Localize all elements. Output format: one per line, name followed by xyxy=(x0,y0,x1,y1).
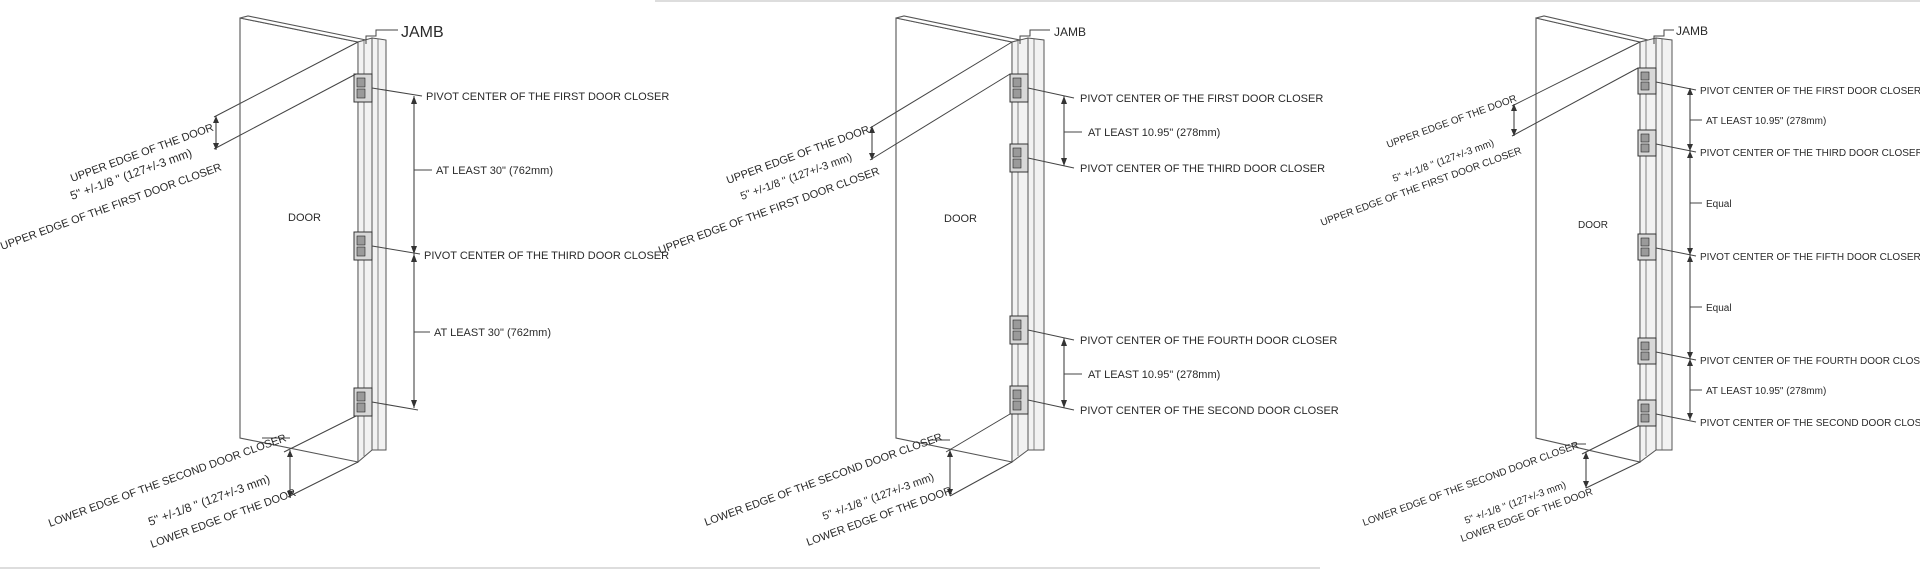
right-label-3: PIVOT CENTER OF THE THIRD DOOR CLOSER xyxy=(1080,163,1325,175)
door-slab xyxy=(1535,17,1641,463)
right-label-3: PIVOT CENTER OF THE THIRD DOOR CLOSER xyxy=(424,250,669,262)
door-closer-4 xyxy=(1637,337,1657,365)
door-closer-1 xyxy=(353,73,373,103)
door-closer-3 xyxy=(1009,143,1029,173)
right-label-4: PIVOT CENTER OF THE FOURTH DOOR CLOSER xyxy=(1080,335,1337,347)
door-label: DOOR xyxy=(1578,220,1608,231)
door-slab xyxy=(239,17,359,463)
jamb-face xyxy=(371,37,387,451)
door-label: DOOR xyxy=(288,212,321,224)
door-closer-2 xyxy=(1637,399,1657,427)
jamb-label: JAMB xyxy=(401,24,444,41)
right-label-5: PIVOT CENTER OF THE FIFTH DOOR CLOSER xyxy=(1700,252,1920,263)
panel-2: JAMB DOOR xyxy=(657,15,1339,549)
upper-edge-label: UPPER EDGE OF THE DOOR xyxy=(1385,93,1518,150)
door-closer-3 xyxy=(1637,129,1657,157)
right-label-2: AT LEAST 10.95" (278mm) xyxy=(1088,127,1220,139)
right-label-5: AT LEAST 10.95" (278mm) xyxy=(1088,369,1220,381)
jamb-leader xyxy=(1019,29,1050,44)
right-label-9: PIVOT CENTER OF THE SECOND DOOR CLOSER xyxy=(1700,418,1920,429)
door-closer-3 xyxy=(353,231,373,261)
jamb-label: JAMB xyxy=(1676,24,1708,38)
right-label-4: Equal xyxy=(1706,199,1732,210)
right-label-6: PIVOT CENTER OF THE SECOND DOOR CLOSER xyxy=(1080,405,1339,417)
jamb-leader xyxy=(1653,29,1674,44)
door-closer-4 xyxy=(1009,315,1029,345)
jamb-face xyxy=(1655,37,1673,451)
right-label-2: AT LEAST 30" (762mm) xyxy=(436,165,553,177)
right-label-4: AT LEAST 30" (762mm) xyxy=(434,327,551,339)
right-label-2: AT LEAST 10.95" (278mm) xyxy=(1706,116,1826,127)
right-label-1: PIVOT CENTER OF THE FIRST DOOR CLOSER xyxy=(426,91,669,103)
door-closer-2 xyxy=(1009,385,1029,415)
upper-first-closer-label: UPPER EDGE OF THE FIRST DOOR CLOSER xyxy=(657,165,881,256)
right-label-1: PIVOT CENTER OF THE FIRST DOOR CLOSER xyxy=(1080,93,1323,105)
jamb-face xyxy=(1027,37,1045,451)
panel-3: JAMB DOOR xyxy=(1319,15,1920,545)
jamb-label: JAMB xyxy=(1054,25,1086,39)
door-closer-5 xyxy=(1637,233,1657,261)
door-slab xyxy=(895,17,1013,463)
right-label-8: AT LEAST 10.95" (278mm) xyxy=(1706,386,1826,397)
jamb-leader xyxy=(365,29,398,44)
right-label-1: PIVOT CENTER OF THE FIRST DOOR CLOSER xyxy=(1700,86,1920,97)
panel-1: JAMB DOOR PIVOT CENTER OF THE F xyxy=(0,15,669,551)
right-label-7: PIVOT CENTER OF THE FOURTH DOOR CLOSER xyxy=(1700,356,1920,367)
right-label-3: PIVOT CENTER OF THE THIRD DOOR CLOSER xyxy=(1700,148,1920,159)
door-closer-1 xyxy=(1009,73,1029,103)
door-closer-1 xyxy=(1637,67,1657,95)
right-label-6: Equal xyxy=(1706,303,1732,314)
door-closer-2 xyxy=(353,387,373,417)
upper-first-closer-label: UPPER EDGE OF THE FIRST DOOR CLOSER xyxy=(1319,146,1523,229)
door-label: DOOR xyxy=(944,213,977,225)
